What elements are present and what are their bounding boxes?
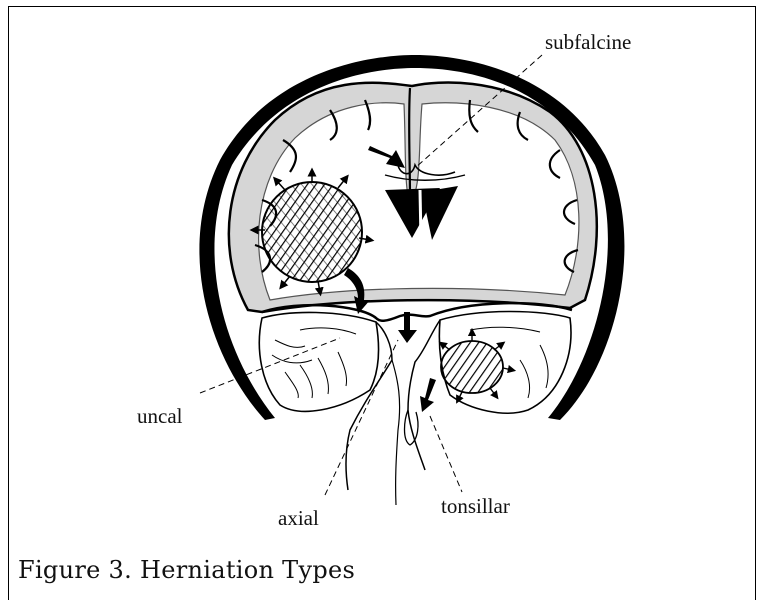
label-axial: axial <box>278 506 319 531</box>
label-uncal: uncal <box>137 404 182 429</box>
infratentorial-mass <box>441 341 503 393</box>
cerebellum <box>259 312 378 411</box>
figure-caption: Figure 3. Herniation Types <box>18 556 355 584</box>
label-tonsillar: tonsillar <box>441 494 510 519</box>
tonsillar-leader <box>430 416 462 492</box>
label-subfalcine: subfalcine <box>545 30 631 55</box>
tonsillar-arrow <box>420 378 436 412</box>
